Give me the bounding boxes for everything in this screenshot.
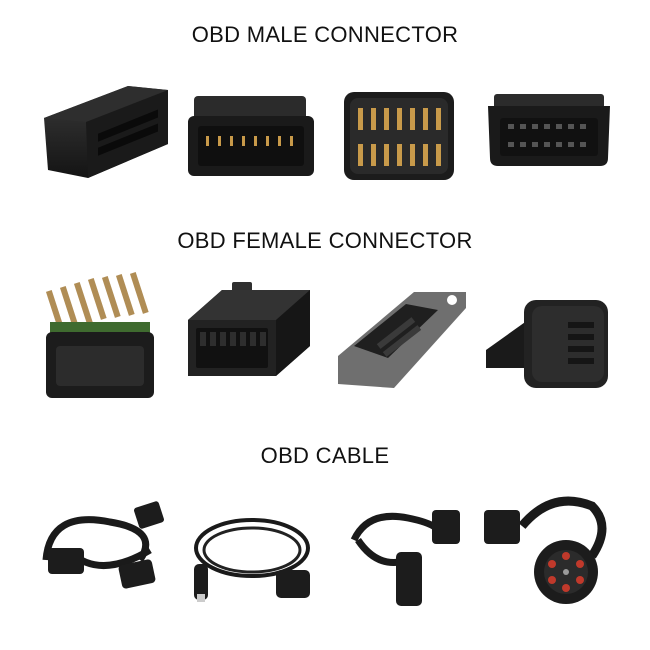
female-connector-photo-1 (45, 272, 154, 398)
male-connector-photo-3 (344, 92, 454, 180)
cable-photo-3 (350, 510, 460, 606)
cable-photo-4 (484, 496, 607, 604)
section-title-male: OBD MALE CONNECTOR (191, 22, 459, 47)
cable-photo-1 (42, 501, 164, 589)
male-connector-photo-2 (188, 96, 314, 176)
female-connector-photo-2 (188, 282, 310, 376)
female-connector-photo-4 (486, 300, 608, 388)
section-title-female: OBD FEMALE CONNECTOR (177, 228, 473, 253)
male-connector-photo-4 (488, 94, 610, 166)
male-connector-photo-1 (44, 86, 168, 178)
female-connector-photo-3 (338, 292, 466, 388)
cable-photo-2 (194, 518, 310, 602)
section-title-cable: OBD CABLE (260, 443, 390, 468)
